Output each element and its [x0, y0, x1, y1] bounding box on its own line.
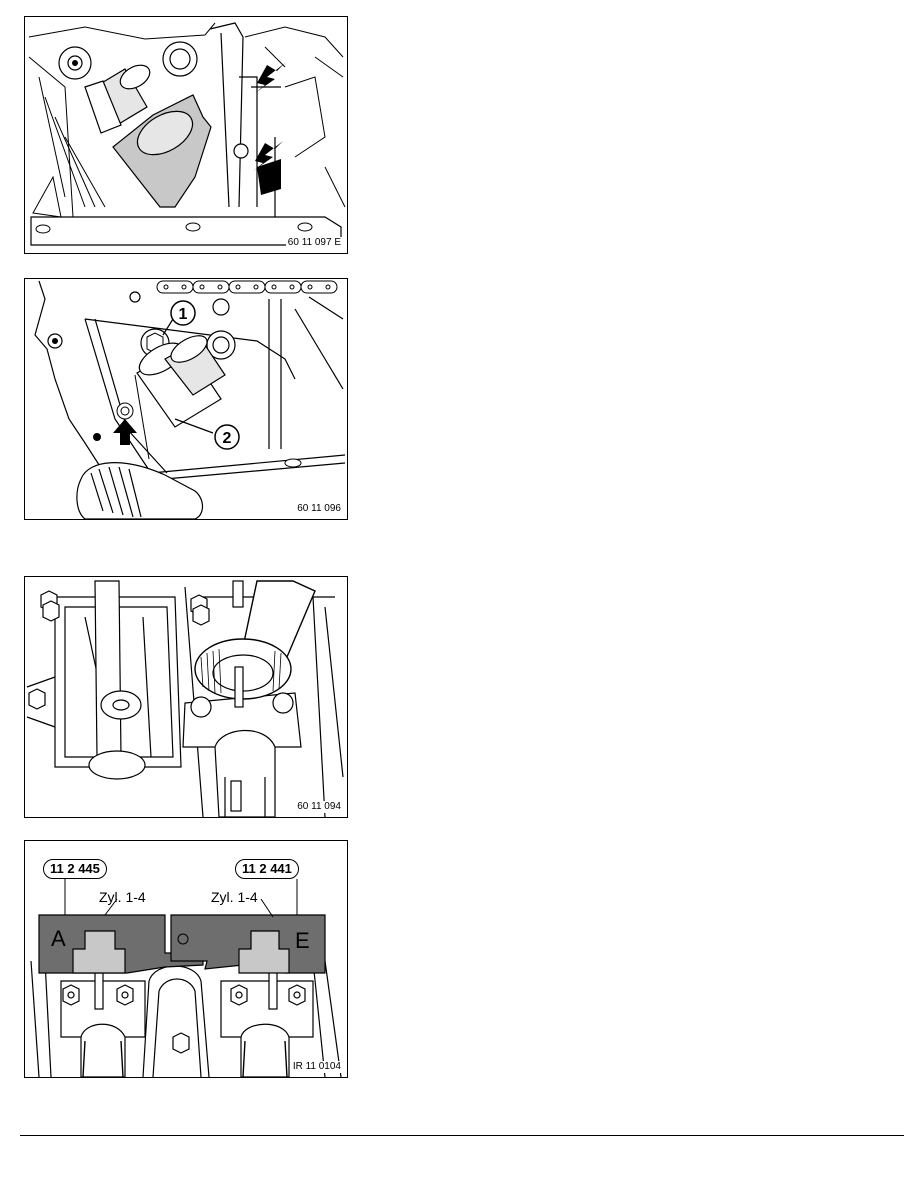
callout-number: 1: [179, 306, 188, 323]
figure-4: 11 2 445 11 2 441 Zyl. 1-4 Zyl. 1-4 A E …: [24, 840, 348, 1078]
nut-icon: [28, 688, 46, 710]
special-tool-body: [38, 914, 326, 974]
arrow-icon: [255, 63, 285, 93]
figure-3-drawing: [26, 580, 344, 817]
figure-code: IR 11 0104: [290, 1061, 343, 1073]
footer-divider: [20, 1135, 904, 1136]
cylinder-label: Zyl. 1-4: [211, 889, 258, 905]
callout-1: 1: [170, 300, 196, 326]
figure-code: 60 11 097 E: [285, 237, 343, 249]
cylinder-label: Zyl. 1-4: [99, 889, 146, 905]
figure-2-drawing: 1 2: [34, 280, 346, 519]
tool-side-letter: E: [295, 928, 310, 953]
figure-1-drawing: [28, 22, 346, 246]
tool-side-letter: A: [51, 926, 66, 951]
tensioner-body: [84, 64, 212, 208]
nut-icon: [62, 984, 306, 1054]
tool-number-label: 11 2 445: [43, 859, 107, 879]
bolt-icon: [162, 41, 198, 77]
figure-code: 60 11 094: [295, 801, 343, 813]
figure-3: 60 11 094: [24, 576, 348, 818]
bolt-icon: [58, 46, 92, 80]
tensioner-body: [134, 335, 226, 460]
nut-icon: [40, 590, 60, 622]
wrench-icon: [194, 580, 316, 700]
figure-4-drawing: [30, 879, 342, 1077]
arrow-icon: [113, 419, 137, 445]
nut-icon: [190, 594, 210, 626]
tool-number-label: 11 2 441: [235, 859, 299, 879]
figure-1: 60 11 097 E: [24, 16, 348, 254]
callout-number: 2: [223, 430, 232, 447]
bolt-icon: [47, 333, 63, 349]
figure-code: 60 11 096: [295, 503, 343, 515]
arrow-icon: [253, 141, 283, 171]
figure-2: 1 2 60 11 096: [24, 278, 348, 520]
bolt-icon: [233, 143, 249, 159]
callout-2: 2: [214, 424, 240, 450]
